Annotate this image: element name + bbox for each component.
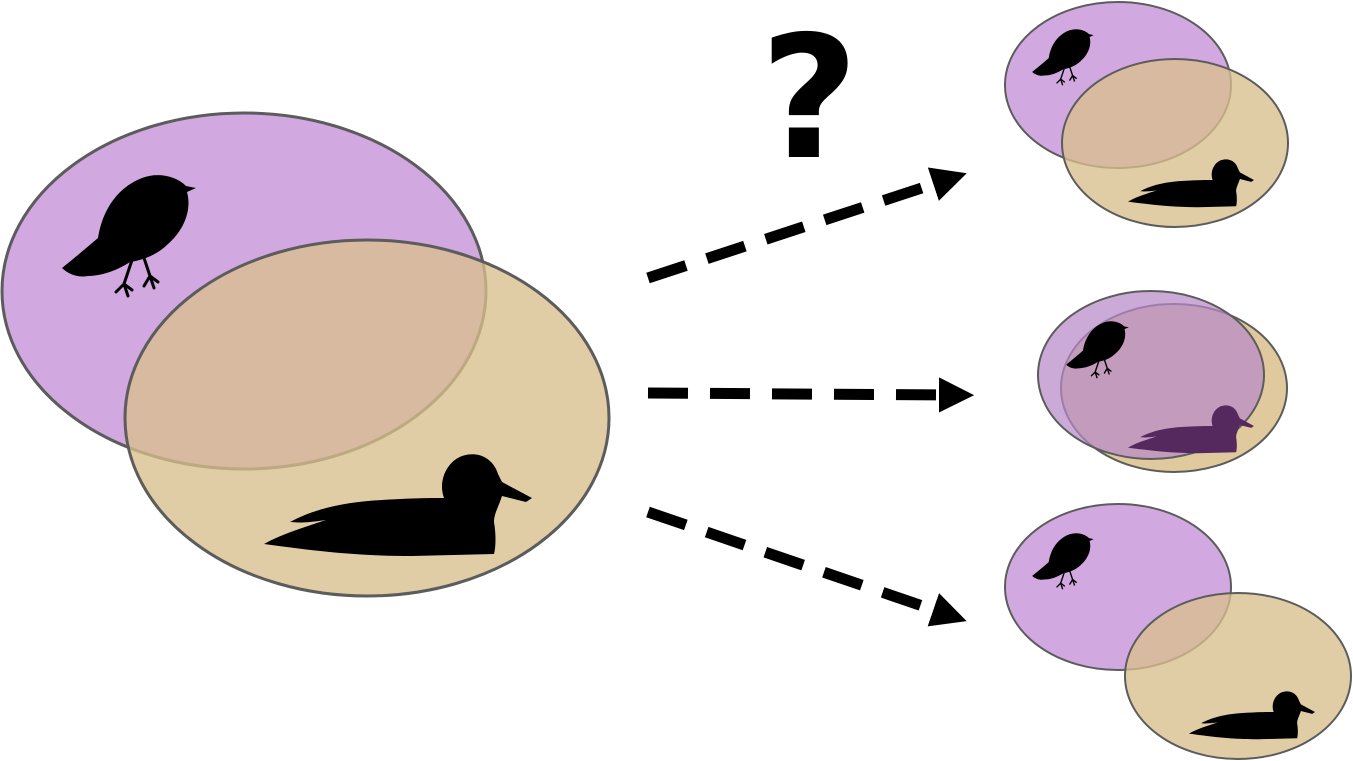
arrows xyxy=(646,167,975,627)
arrow-to-full-overlap xyxy=(647,377,975,413)
question-mark: ? xyxy=(760,0,859,198)
source-sets xyxy=(0,111,611,598)
outcome-minor-overlap xyxy=(1004,503,1352,760)
outcome-partial-overlap xyxy=(1004,1,1289,228)
arrow-to-minor-overlap xyxy=(646,506,967,627)
outcome-near-complete-overlap xyxy=(1037,290,1288,473)
arrow-to-partial-overlap xyxy=(646,167,967,284)
